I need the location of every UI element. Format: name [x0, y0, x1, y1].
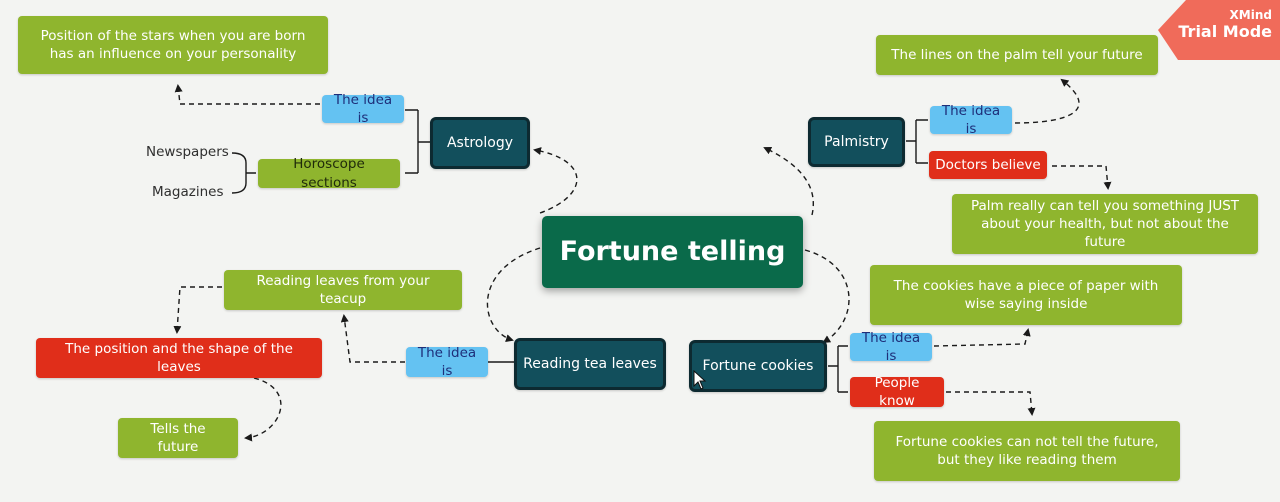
link-cookie-people-text: [946, 391, 1036, 416]
xmind-app-name: XMind: [1229, 8, 1272, 22]
cookies-idea-label[interactable]: The idea is: [850, 330, 932, 364]
tea-leaves-idea-text[interactable]: Reading leaves from your teacup: [224, 270, 462, 310]
link-cookie-idea-text: [933, 328, 1031, 347]
source-newspapers: Newspapers: [146, 144, 229, 160]
link-tea-leaves-position: [173, 286, 222, 334]
bracket-cookies: [828, 345, 848, 393]
tea-leaves-idea-label[interactable]: The idea is: [406, 345, 488, 379]
bracket-palmistry: [906, 119, 928, 164]
palmistry-doctors-label[interactable]: Doctors believe: [929, 151, 1047, 179]
central-topic[interactable]: Fortune telling: [542, 216, 803, 288]
cookies-people-label[interactable]: People know: [850, 375, 944, 409]
palmistry-doctors-text[interactable]: Palm really can tell you something JUST …: [952, 194, 1258, 254]
palmistry-idea-text[interactable]: The lines on the palm tell your future: [876, 35, 1158, 75]
tea-leaves-result-text[interactable]: Tells the future: [118, 418, 238, 458]
link-central-astrology: [533, 147, 578, 214]
palmistry-idea-label[interactable]: The idea is: [930, 103, 1012, 137]
astrology-idea-text[interactable]: Position of the stars when you are born …: [18, 16, 328, 74]
topic-fortune-cookies[interactable]: Fortune cookies: [689, 340, 827, 392]
bracket-horoscope: [231, 152, 256, 194]
link-central-cookies: [804, 249, 850, 344]
link-tea-idea-text: [340, 314, 405, 363]
link-palm-idea-text: [1014, 78, 1080, 124]
topic-reading-tea-leaves[interactable]: Reading tea leaves: [514, 338, 666, 390]
cookies-people-text[interactable]: Fortune cookies can not tell the future,…: [874, 421, 1180, 481]
bracket-astrology: [405, 109, 430, 174]
mouse-cursor-icon: [693, 370, 707, 390]
cookies-idea-text[interactable]: The cookies have a piece of paper with w…: [870, 265, 1182, 325]
link-palm-doctors-text: [1052, 165, 1112, 190]
link-central-palmistry: [763, 146, 815, 216]
source-magazines: Magazines: [152, 184, 224, 200]
topic-palmistry[interactable]: Palmistry: [808, 117, 905, 167]
link-tea-position-result: [244, 377, 282, 442]
topic-astrology[interactable]: Astrology: [430, 117, 530, 169]
astrology-horoscope-sections[interactable]: Horoscope sections: [258, 156, 400, 191]
xmind-trial-badge: XMind Trial Mode: [1158, 0, 1280, 60]
trial-mode-label: Trial Mode: [1178, 22, 1272, 42]
tea-leaves-position-text[interactable]: The position and the shape of the leaves: [36, 338, 322, 378]
link-central-tea: [486, 247, 541, 343]
astrology-idea-label[interactable]: The idea is: [322, 92, 404, 126]
link-astrology-idea-text: [174, 84, 320, 105]
